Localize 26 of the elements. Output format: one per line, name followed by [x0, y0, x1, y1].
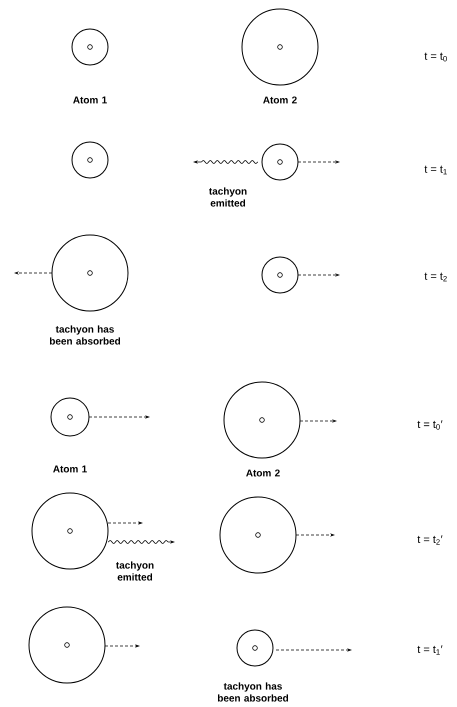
atom-circle — [32, 492, 108, 570]
atom-caption: Atom 1 — [73, 96, 107, 104]
time-label: t = t$_{2}$′ — [417, 535, 442, 545]
atom-caption: tachyon has been absorbed — [218, 682, 288, 702]
time-label: t = t$_{0}$ — [424, 52, 447, 62]
time-label: t = t$_{1}$ — [424, 166, 447, 174]
atom-caption: Atom 2 — [246, 469, 280, 477]
atom-circle — [50, 398, 90, 436]
atom-caption: tachyon emitted — [116, 561, 154, 581]
atom-caption: Atom 1 — [53, 466, 87, 472]
atom-caption: tachyon has been absorbed — [50, 325, 120, 345]
atom-circle — [262, 256, 298, 294]
atom-circle — [72, 28, 108, 66]
atom-circle — [28, 606, 106, 684]
atom-caption: tachyon emitted — [209, 187, 246, 207]
time-label: t = t$_{2}$ — [424, 272, 447, 282]
atom-circle — [262, 144, 298, 180]
atom-circle — [220, 496, 296, 574]
time-label: t = t$_{1}$′ — [417, 645, 442, 655]
time-label: t = t$_{0}$′ — [417, 420, 442, 430]
atom-circle — [52, 234, 128, 312]
atom-circle — [242, 8, 318, 86]
atom-circle — [236, 630, 274, 666]
atom-circle — [72, 142, 108, 178]
atom-caption: Atom 2 — [263, 96, 297, 104]
atom-circle — [224, 382, 300, 458]
